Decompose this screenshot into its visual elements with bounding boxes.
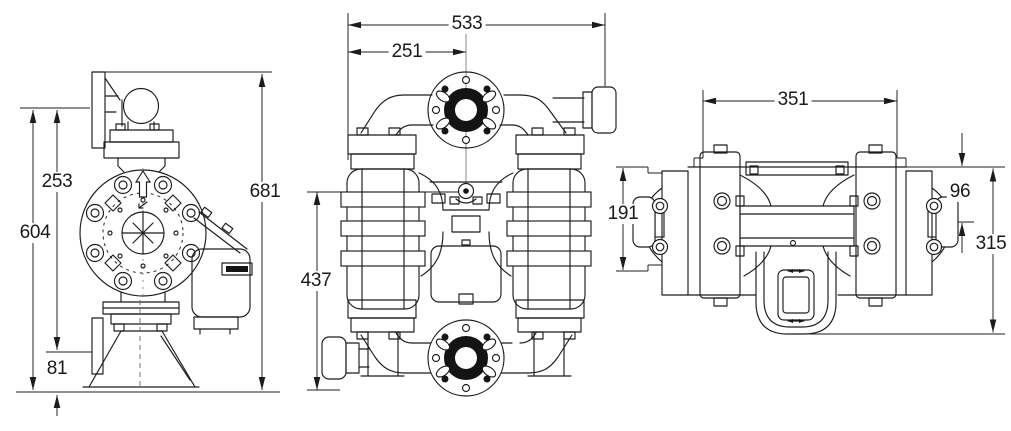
dim-351-label: 351	[774, 90, 812, 110]
dim-533-label: 533	[448, 14, 486, 34]
front-view-drawing	[307, 13, 617, 397]
dim-315-label: 315	[972, 234, 1010, 254]
flow-direction-arrow-icon	[134, 169, 152, 198]
dim-251-label: 251	[388, 42, 426, 62]
dim-81-label: 81	[43, 359, 71, 379]
top-view-drawing	[616, 90, 1005, 335]
dim-96-label: 96	[946, 182, 974, 202]
side-view-drawing	[16, 71, 280, 416]
dim-253-label: 253	[38, 172, 76, 192]
dim-681-label: 681	[246, 182, 284, 202]
dim-604-label: 604	[16, 223, 54, 243]
dim-191-label: 191	[604, 204, 642, 224]
dim-437-label: 437	[297, 271, 335, 291]
